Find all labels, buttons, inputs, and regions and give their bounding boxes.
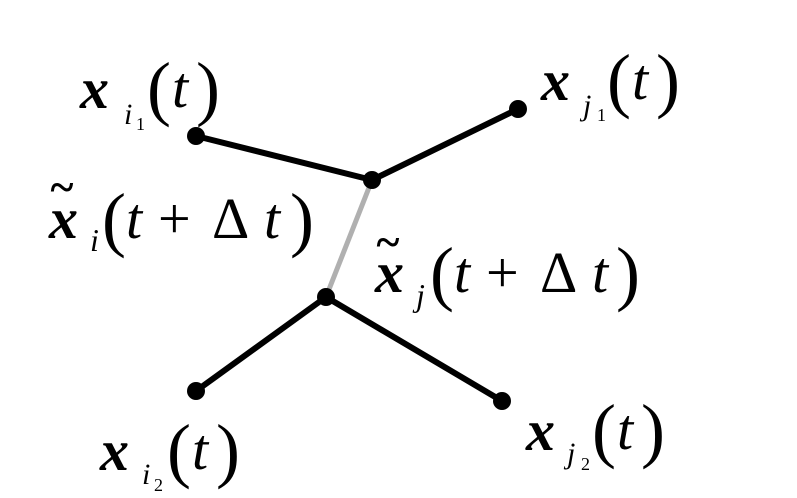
label-x-i1-sub: i <box>124 98 132 131</box>
label-x-i2-rparen: ) <box>216 410 240 490</box>
label-x-tilde-j-lparen: ( <box>430 233 454 313</box>
node-xj1 <box>509 100 527 118</box>
label-x-tilde-i-lparen: ( <box>102 179 126 259</box>
edge-i1-to-center-i <box>193 133 375 183</box>
label-x-j2-sub: j <box>563 437 575 470</box>
label-x-tilde-j-t: t <box>454 240 472 305</box>
node-xj2 <box>493 392 511 410</box>
label-x-tilde-i-t-plus-dt: ~ x i ( t + Δ t ) <box>48 163 314 259</box>
label-x-tilde-j-t2: t <box>592 240 610 305</box>
label-x-i1-var: x <box>79 56 109 121</box>
label-x-tilde-i-t2: t <box>264 186 282 251</box>
label-x-tilde-i-sub: i <box>90 222 99 258</box>
label-x-i1-t: x i 1 ( t ) <box>79 48 220 134</box>
label-x-j1-arg: t <box>632 47 650 112</box>
label-x-tilde-i-tilde: ~ <box>49 163 74 212</box>
label-x-j1-t: x j 1 ( t ) <box>540 40 680 125</box>
edge-j1-to-center-i <box>369 106 521 183</box>
label-x-j1-subsub: 1 <box>597 105 606 125</box>
label-x-j1-sub: j <box>579 89 591 122</box>
label-x-i2-subsub: 2 <box>154 475 163 495</box>
label-x-i1-arg: t <box>172 55 190 120</box>
label-x-j2-arg: t <box>617 397 635 462</box>
label-x-i2-lparen: ( <box>167 410 191 490</box>
node-center-i <box>363 171 381 189</box>
node-xi1 <box>187 127 205 145</box>
node-xi2 <box>187 382 205 400</box>
label-x-i2-arg: t <box>192 417 210 482</box>
label-x-i1-lparen: ( <box>147 48 171 128</box>
edge-center-j-to-j2 <box>323 294 505 404</box>
label-x-i2-var: x <box>99 418 129 483</box>
label-x-j2-t: x j 2 ( t ) <box>525 390 665 474</box>
label-x-tilde-j-t-plus-dt: ~ x j ( t + Δ t ) <box>374 218 640 313</box>
label-x-j2-subsub: 2 <box>581 454 590 474</box>
label-x-tilde-j-plus: + <box>486 240 519 305</box>
label-x-j1-rparen: ) <box>656 40 680 120</box>
label-x-j2-lparen: ( <box>592 390 616 470</box>
label-x-tilde-i-rparen: ) <box>290 179 314 259</box>
label-x-j2-var: x <box>525 398 555 463</box>
edge-center-j-to-i2 <box>193 294 329 394</box>
label-x-i2-t: x i 2 ( t ) <box>99 410 240 495</box>
label-x-tilde-i-delta: Δ <box>212 186 249 251</box>
label-x-tilde-j-delta: Δ <box>540 240 577 305</box>
label-x-tilde-j-var: x <box>374 240 404 305</box>
label-x-tilde-j-tilde: ~ <box>375 218 400 267</box>
label-x-i1-rparen: ) <box>196 48 220 128</box>
label-x-tilde-i-plus: + <box>158 186 191 251</box>
label-x-i2-sub: i <box>142 458 150 491</box>
label-x-j2-rparen: ) <box>641 390 665 470</box>
label-x-tilde-j-rparen: ) <box>616 233 640 313</box>
node-center-j <box>317 288 335 306</box>
label-x-tilde-j-sub: j <box>412 277 425 313</box>
label-x-tilde-i-t: t <box>126 186 144 251</box>
label-x-j1-lparen: ( <box>607 40 631 120</box>
bridge-edge <box>323 177 375 300</box>
label-x-i1-subsub: 1 <box>136 114 145 134</box>
label-x-j1-var: x <box>540 48 570 113</box>
label-x-tilde-i-var: x <box>48 186 78 251</box>
